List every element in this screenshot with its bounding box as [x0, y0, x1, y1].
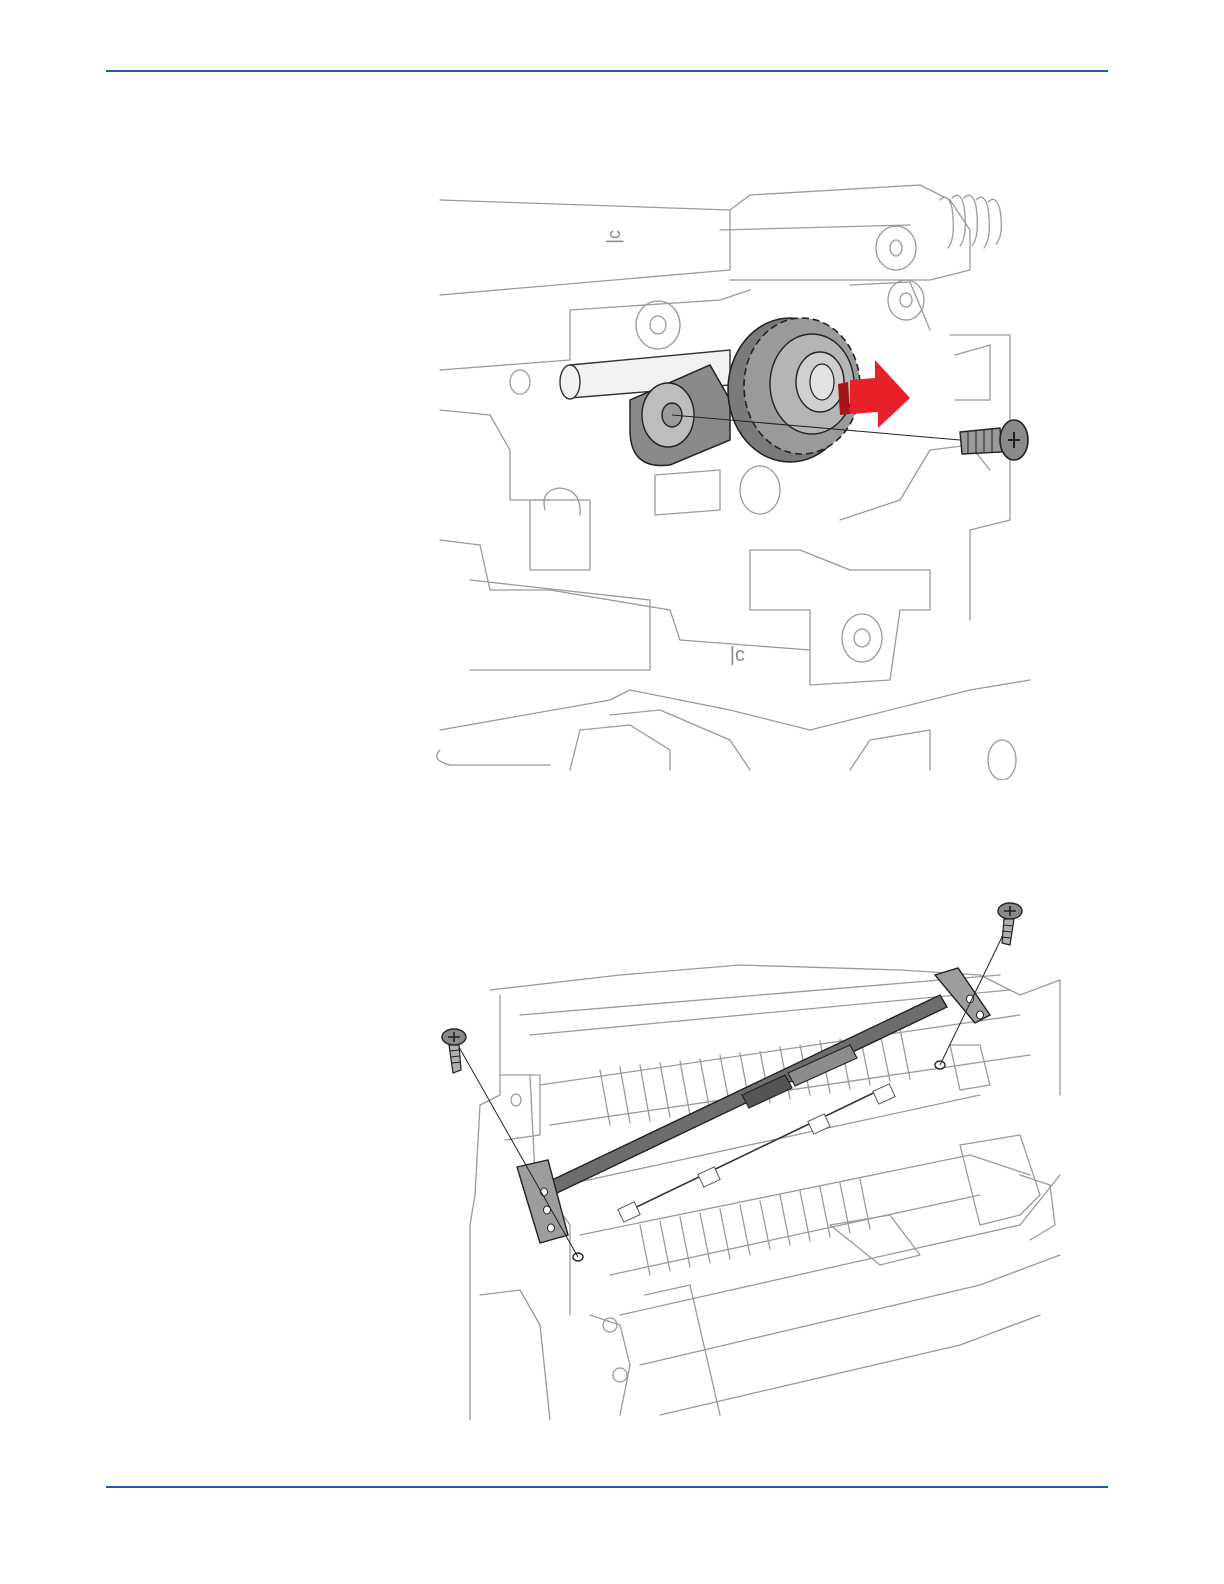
guide-ribs	[600, 1029, 910, 1275]
gear-removal-illustration: ɔ| ɔ|	[430, 170, 1040, 780]
left-bracket	[517, 1160, 568, 1243]
svg-text:ɔ|: ɔ|	[606, 230, 626, 244]
svg-text:ɔ|: ɔ|	[730, 645, 745, 667]
chassis-outline: ɔ| ɔ|	[437, 185, 1030, 780]
footer-rule	[106, 1486, 1108, 1488]
header-rule	[106, 70, 1108, 72]
screw-icon	[960, 420, 1028, 460]
spring-icon	[940, 195, 1001, 248]
roller-removal-illustration	[420, 895, 1070, 1420]
screw-left-icon	[442, 1029, 466, 1073]
